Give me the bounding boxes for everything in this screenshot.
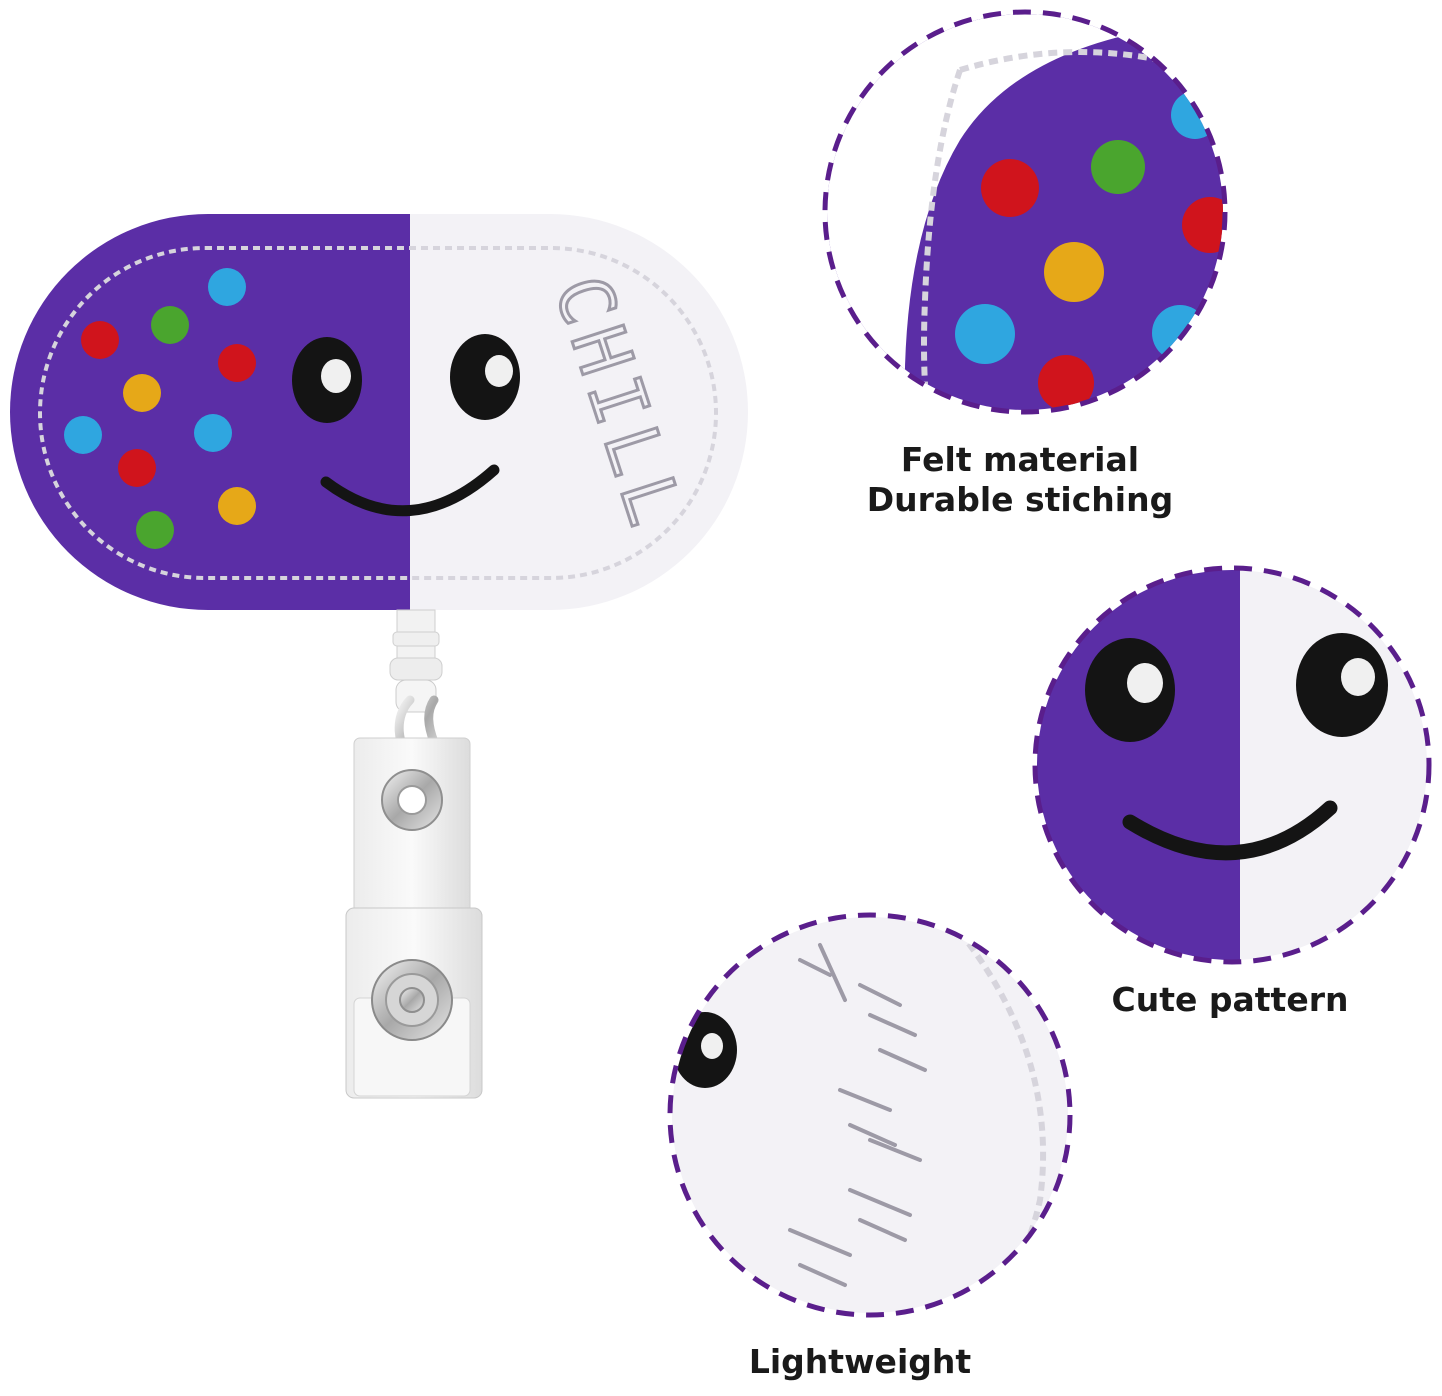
- eye-left: [292, 337, 362, 423]
- caption-felt-line1: Felt material: [900, 440, 1140, 479]
- zoom-cute-face: [1032, 565, 1432, 965]
- sprinkle-dots: [64, 268, 256, 549]
- zoom-stitched-text: [667, 912, 1073, 1318]
- dashed-ring-3: [667, 912, 1073, 1318]
- dashed-ring-2: [1032, 565, 1432, 965]
- caption-felt-line2: Durable stiching: [866, 479, 1174, 519]
- zoom-felt-texture: [822, 9, 1228, 415]
- caption-cute-pattern: Cute pattern: [1111, 980, 1349, 1019]
- stitch-outline: [38, 246, 718, 580]
- smile: [320, 464, 500, 517]
- caption-lightweight: Lightweight: [748, 1342, 972, 1381]
- eye-right: [450, 334, 520, 420]
- pill-badge: CHILL: [10, 214, 748, 610]
- dashed-ring-1: [822, 9, 1228, 415]
- caption-felt-material: Felt material Durable stiching: [860, 440, 1180, 519]
- badge-reel-clip: [345, 609, 483, 1099]
